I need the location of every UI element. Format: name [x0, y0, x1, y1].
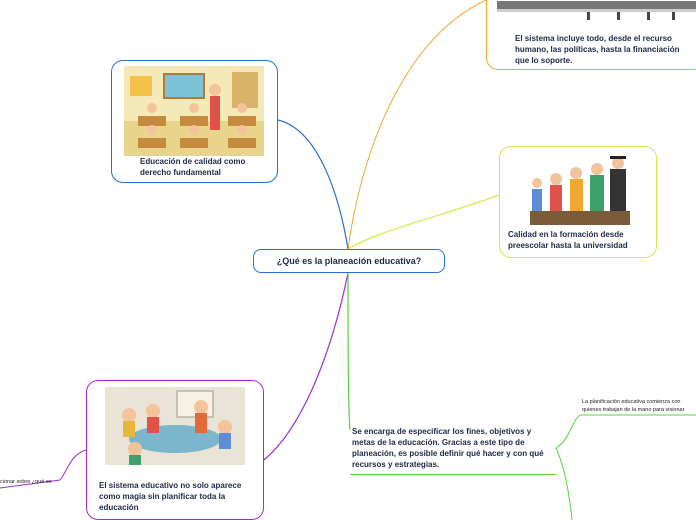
branch-top-left — [278, 120, 348, 249]
school-building-illustration — [497, 1, 696, 23]
branch-bottom-center — [348, 273, 350, 430]
node-top-right[interactable]: El sistema incluye todo, desde el recurs… — [486, 0, 696, 70]
node-top-left[interactable]: Educación de calidad como derecho fundam… — [111, 60, 278, 183]
far-right-note-line1[interactable]: La planificación educativa comienza con — [582, 398, 680, 406]
node-mid-right-text: Calidad en la formación desde preescolar… — [508, 229, 656, 251]
far-left-note[interactable]: cionar sobre ¿qué es — [0, 478, 52, 486]
node-mid-right[interactable]: Calidad en la formación desde preescolar… — [499, 146, 657, 258]
branch-mid-right — [348, 195, 499, 249]
node-bottom-center-underline — [350, 474, 556, 475]
node-top-left-text: Educación de calidad como derecho fundam… — [140, 156, 260, 178]
classroom-illustration — [124, 66, 264, 156]
node-bottom-center-text[interactable]: Se encarga de especificar los fines, obj… — [352, 426, 552, 470]
branch-bottom-left — [264, 273, 348, 460]
node-bottom-left-text: El sistema educativo no solo aparece com… — [99, 480, 259, 513]
node-bottom-left[interactable]: El sistema educativo no solo aparece com… — [86, 380, 264, 520]
branch-down — [556, 448, 572, 520]
teacher-meeting-illustration — [105, 387, 245, 465]
far-right-note-line2[interactable]: quienes trabajan de la mano para visiona… — [582, 406, 684, 414]
students-graduation-illustration — [524, 155, 634, 227]
branch-top-right — [348, 0, 486, 249]
central-topic[interactable]: ¿Qué es la planeación educativa? — [253, 249, 445, 273]
branch-right-note — [556, 415, 696, 448]
node-top-right-text: El sistema incluye todo, desde el recurs… — [515, 33, 685, 66]
